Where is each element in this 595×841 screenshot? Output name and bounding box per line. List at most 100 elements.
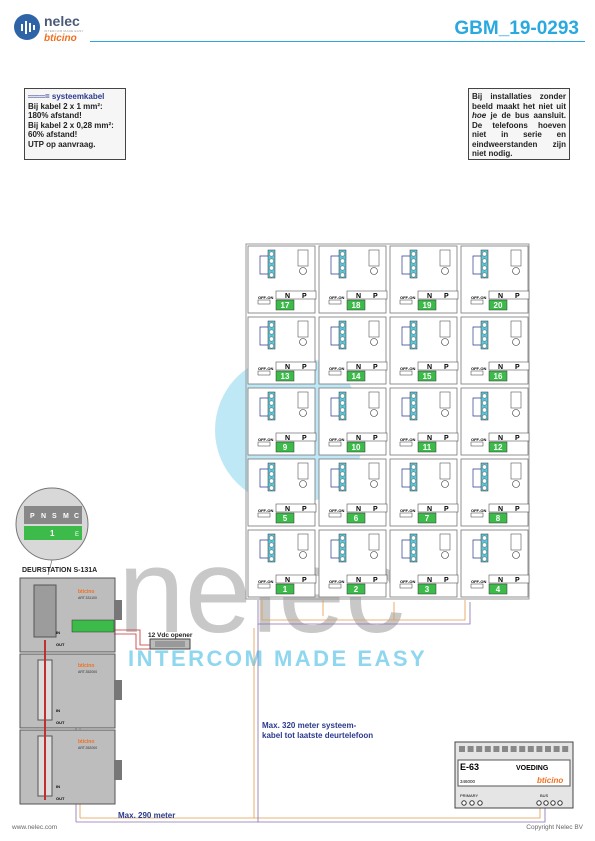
phone-connector [439, 320, 451, 338]
switch-label: OFF-ON [258, 366, 273, 371]
psu-screw [550, 800, 556, 806]
phone-bus-wire [330, 397, 339, 417]
switch-label: OFF-ON [400, 366, 415, 371]
ext-brand-1: bticino [78, 663, 94, 669]
psu-vent [536, 746, 543, 752]
terminal-p: P [515, 577, 520, 584]
power-supply: E-63 VOEDING 346000 bticino PRIMARY BUS [454, 741, 574, 809]
phone-number-badge [488, 299, 508, 311]
phone-number-badge [275, 299, 295, 311]
phone-grid-frame [245, 243, 530, 600]
phone-screw [299, 267, 307, 275]
phone-screw [299, 409, 307, 417]
off-on-switch [399, 512, 413, 518]
phone-bus-wire [330, 539, 339, 559]
dip-label: P [30, 513, 35, 520]
psu-vent [510, 746, 517, 752]
phone-bus-wire [330, 468, 339, 488]
watermark-tagline: INTERCOM MADE EASY [128, 646, 428, 671]
terminal-p: P [302, 293, 307, 300]
terminal-p: P [373, 293, 378, 300]
terminal-n: N [356, 293, 361, 300]
dip-terminal [24, 526, 82, 540]
switch-label: OFF-ON [400, 295, 415, 300]
psu-screw [469, 800, 475, 806]
psu-vent [545, 746, 551, 752]
terminal-n: N [498, 364, 503, 371]
phone-screw [441, 267, 449, 275]
switch-label: OFF-ON [400, 437, 415, 442]
psu-vent [484, 746, 491, 752]
phone-number-badge [346, 441, 366, 453]
psu-screw [543, 800, 549, 806]
logo-brand: bticino [44, 33, 77, 44]
phone-terminal-strip [409, 391, 418, 421]
terminal-p: P [444, 506, 449, 513]
off-on-switch [399, 370, 413, 376]
port-in-2: IN [56, 708, 60, 713]
phone-terminal-strip [480, 533, 489, 563]
terminal-n: N [427, 435, 432, 442]
nelec-logo-icon [14, 14, 40, 40]
off-on-switch [470, 512, 484, 518]
phone-number: 16 [494, 372, 503, 381]
switch-label: OFF-ON [258, 508, 273, 513]
logo-tagline: INTERCOM MADE EASY [44, 29, 84, 33]
terminal-n: N [356, 435, 361, 442]
phone-bus-wire [401, 468, 410, 488]
switch-label: OFF-ON [471, 437, 486, 442]
phone-bus-wire [330, 255, 339, 275]
phone-screw [370, 409, 378, 417]
dip-switch-block [24, 506, 82, 524]
phone-terminal-strip [480, 462, 489, 492]
phone-screw [370, 551, 378, 559]
phone-terminal-strip [267, 462, 276, 492]
phone-number-badge [275, 583, 295, 595]
phone-bus-wire [401, 397, 410, 417]
phone-terminal-strip [409, 462, 418, 492]
terminal-p: P [444, 577, 449, 584]
phone-number-badge [346, 583, 366, 595]
phone-bus-wire [259, 397, 268, 417]
phone-connector [439, 391, 451, 409]
dip-letter: E [75, 532, 79, 538]
psu-vent [493, 746, 500, 752]
terminal-p: P [515, 506, 520, 513]
psu-model: E-63 [460, 762, 479, 772]
terminal-n: N [285, 506, 290, 513]
psu-primary: PRIMARY [460, 793, 478, 798]
switch-label: OFF-ON [329, 579, 344, 584]
door-opener [114, 629, 191, 650]
phone-connector [297, 391, 309, 409]
terminal-p: P [302, 577, 307, 584]
psu-bus: BUS [540, 793, 549, 798]
phone-screw [512, 338, 520, 346]
terminal-p: P [515, 435, 520, 442]
phone-connector [297, 320, 309, 338]
terminal-n: N [285, 293, 290, 300]
phone-number: 19 [423, 301, 432, 310]
phone-bus-wire [472, 397, 481, 417]
phone-screw [441, 551, 449, 559]
door-top-code: ART.331100 [78, 596, 97, 600]
terminal-p: P [444, 364, 449, 371]
psu-screw [557, 800, 563, 806]
phone-bus-wire [330, 326, 339, 346]
terminal-p: P [302, 364, 307, 371]
switch-label: OFF-ON [471, 295, 486, 300]
off-on-switch [399, 299, 413, 305]
phone-number: 13 [281, 372, 290, 381]
phone-terminal-strip [409, 533, 418, 563]
dip-label: C [74, 513, 79, 520]
phone-screw [512, 551, 520, 559]
off-on-switch [470, 370, 484, 376]
switch-label: OFF-ON [329, 437, 344, 442]
phone-connector [368, 533, 380, 551]
